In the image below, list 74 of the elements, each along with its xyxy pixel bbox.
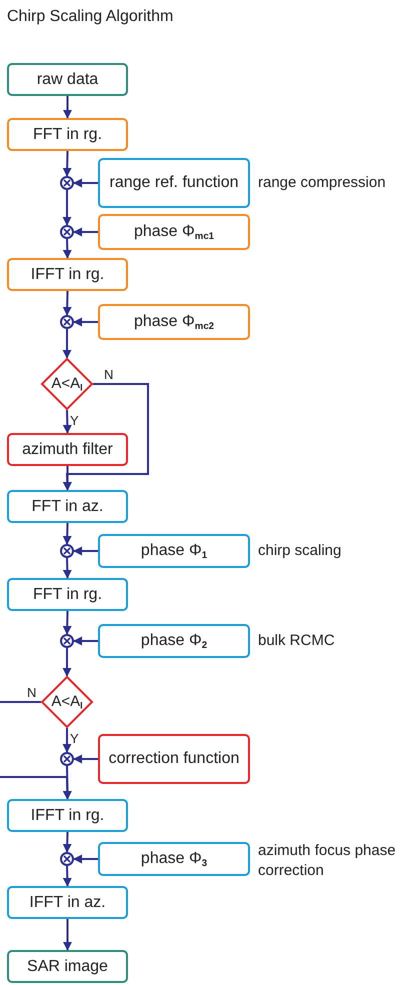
node-text: phase Φ$_{2}$ [140,630,208,652]
node-text: IFFT in rg. [30,806,104,826]
node-text: FFT in rg. [32,584,102,604]
node-text: phase Φ$_{mc2}$ [134,312,214,332]
node-text: phase Φ$_{mc1}$ [134,222,214,242]
process-box [98,624,250,658]
process-box [98,842,250,876]
multiplier-symbol [60,176,74,190]
process-box [7,799,128,832]
node-text: A<A$_{l}$ [51,693,83,710]
arrow [0,776,72,800]
process-box [7,63,128,96]
arrow [62,866,72,887]
arrow [62,610,72,635]
process-box [7,258,128,291]
edge-label: N [27,686,36,699]
edge-label: Y [70,732,79,745]
arrow [62,150,72,177]
arrow [62,410,72,434]
node-text: FFT in az. [32,496,104,516]
process-box [98,734,250,784]
arrow [73,178,98,188]
multiplier-symbol [60,752,74,766]
multiplier-symbol [60,852,74,866]
annotation-text: bulk RCMC [258,631,336,650]
node-text: SAR image [27,956,108,976]
arrow [73,546,98,556]
node-text: range ref. function [110,173,238,193]
arrow [73,854,98,864]
arrow [63,919,72,951]
multiplier-symbol [60,315,74,329]
process-box [7,118,128,151]
arrow [63,466,72,491]
node-text: FFT in rg. [32,124,102,144]
node-text: raw data [36,70,98,90]
node-text: IFFT in rg. [30,264,104,284]
annotation-text: azimuth focus phase correction [258,841,397,880]
multiplier-symbol [60,544,74,558]
arrow [62,832,72,853]
node-text: correction function [108,749,240,769]
arrow [62,190,72,226]
arrow [62,558,72,579]
annotation-text: range compression [258,173,387,192]
diagram-title: Chirp Scaling Algorithm [7,8,174,26]
process-box [98,304,250,340]
arrow [62,728,72,753]
edge-label: N [104,368,114,381]
arrow [73,754,98,764]
node-text: phase Φ$_{1}$ [140,540,208,562]
process-box [7,950,128,983]
multiplier-symbol [60,225,74,239]
arrow [73,228,98,236]
annotation-text: chirp scaling [258,541,342,560]
process-box [98,158,250,208]
arrow [62,648,72,677]
multiplier-symbol [60,634,74,648]
node-text: A<A$_{l}$ [51,375,83,392]
node-text: IFFT in az. [29,892,106,912]
process-box [7,886,128,919]
arrow [62,522,72,545]
arrow [62,290,72,316]
process-box [98,534,250,568]
edge-label: Y [70,414,79,427]
arrow [62,329,72,359]
node-text: azimuth filter [22,440,113,460]
process-box [98,214,250,250]
arrow [62,238,72,259]
process-box [7,490,128,523]
process-box [7,433,128,466]
arrow [73,636,98,646]
arrow [73,318,98,326]
node-text: phase Φ$_{3}$ [140,848,208,870]
process-box [7,578,128,611]
arrow [63,96,72,119]
